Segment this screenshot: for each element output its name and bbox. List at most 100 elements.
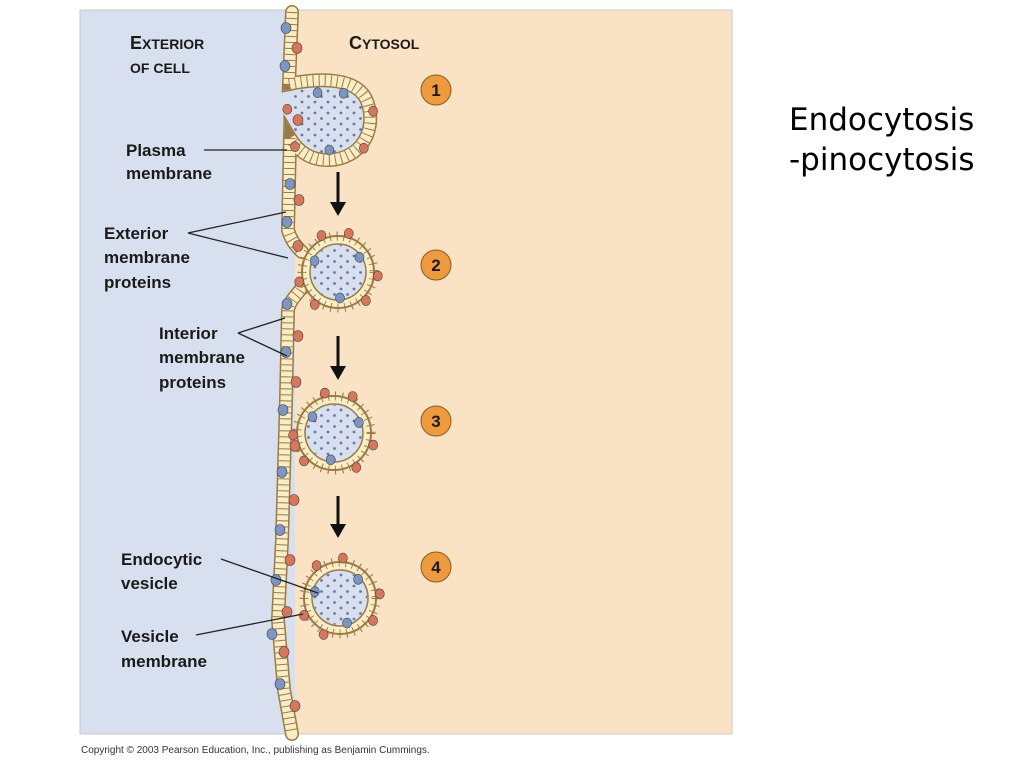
exterior-protein	[307, 411, 318, 423]
interior-protein	[368, 615, 378, 626]
svg-text:Endocytic: Endocytic	[121, 550, 202, 569]
exterior-protein	[284, 178, 296, 190]
interior-protein	[289, 440, 301, 452]
exterior-protein	[274, 678, 286, 690]
interior-protein	[343, 228, 354, 239]
exterior-protein	[342, 617, 352, 629]
membrane-proteins	[266, 22, 385, 712]
exterior-protein	[281, 216, 293, 228]
interior-protein	[361, 295, 371, 306]
vesicle-fluid-dots	[313, 571, 367, 625]
vesicle-lipid-heads	[297, 231, 379, 313]
interior-protein	[292, 114, 304, 126]
vesicle-lipid-heads	[299, 557, 381, 639]
cytosol-header: CYTOSOL	[349, 33, 420, 53]
interior-protein	[347, 391, 358, 402]
svg-text:1: 1	[431, 81, 440, 100]
step-badge-4: 4	[420, 551, 452, 583]
exterior-header-line1: EXTERIOR	[130, 33, 204, 53]
interior-protein	[292, 240, 304, 252]
interior-protein	[374, 588, 385, 600]
exterior-protein	[266, 628, 278, 640]
interior-protein	[368, 439, 378, 451]
diagram-frame	[79, 9, 733, 735]
exterior-protein	[354, 252, 365, 263]
svg-text:proteins: proteins	[159, 373, 226, 392]
leader-lines	[187, 149, 319, 636]
svg-text:2: 2	[431, 256, 440, 275]
interior-protein	[293, 194, 305, 206]
svg-text:Interior: Interior	[159, 324, 218, 343]
exterior-protein	[325, 454, 336, 466]
interior-protein	[282, 103, 293, 115]
exterior-protein	[335, 292, 345, 304]
svg-text:proteins: proteins	[104, 273, 171, 292]
exterior-protein	[338, 87, 349, 99]
step-arrow-1	[330, 172, 346, 216]
interior-protein	[299, 455, 309, 467]
slide-title-line1: Endocytosis	[789, 102, 975, 138]
interior-protein	[320, 387, 330, 399]
svg-text:membrane: membrane	[121, 652, 207, 671]
interior-protein	[316, 230, 327, 241]
svg-text:Vesicle: Vesicle	[121, 627, 179, 646]
step-badge-3: 3	[420, 405, 452, 437]
vesicle-4	[299, 557, 381, 639]
interior-protein	[368, 105, 378, 117]
label-endocytic-vesicle: Endocytic vesicle	[121, 550, 202, 593]
svg-text:3: 3	[431, 412, 440, 431]
exterior-protein	[280, 22, 292, 34]
exterior-protein	[274, 524, 286, 536]
interior-protein	[338, 552, 348, 564]
label-interior-membrane-proteins: Interior membrane proteins	[159, 324, 245, 392]
interior-protein	[292, 330, 304, 342]
exterior-header-line2: OF CELL	[130, 60, 190, 76]
interior-protein	[290, 141, 300, 152]
membrane-lipid-heads	[272, 11, 376, 735]
exterior-protein	[353, 574, 363, 585]
label-exterior-membrane-proteins: Exterior membrane proteins	[104, 224, 190, 292]
interior-protein	[289, 700, 301, 712]
svg-text:4: 4	[431, 558, 441, 577]
svg-text:membrane: membrane	[126, 164, 212, 183]
vesicle-fluid-dots	[311, 245, 365, 299]
interior-protein	[288, 494, 300, 506]
step-badge-1: 1	[420, 74, 452, 106]
step-badge-2: 2	[420, 249, 452, 281]
interior-protein	[373, 270, 383, 282]
copyright-notice: Copyright © 2003 Pearson Education, Inc.…	[81, 745, 430, 756]
interior-protein	[309, 299, 320, 310]
exterior-protein	[277, 404, 289, 416]
exterior-protein	[279, 60, 291, 72]
interior-protein	[291, 42, 303, 54]
step-arrow-2	[330, 336, 346, 380]
interior-protein	[351, 462, 362, 473]
svg-text:vesicle: vesicle	[121, 574, 178, 593]
svg-text:Exterior: Exterior	[104, 224, 169, 243]
interior-protein	[278, 646, 290, 658]
svg-text:Plasma: Plasma	[126, 141, 186, 160]
svg-text:membrane: membrane	[159, 348, 245, 367]
interior-protein	[294, 276, 305, 288]
label-vesicle-membrane: Vesicle membrane	[121, 627, 207, 671]
interior-protein	[288, 429, 298, 441]
exterior-protein	[276, 466, 288, 478]
invagination-dots	[290, 84, 366, 156]
exterior-protein	[324, 144, 335, 156]
label-plasma-membrane: Plasma membrane	[126, 141, 212, 183]
interior-protein	[299, 610, 309, 621]
slide-title: Endocytosis -pinocytosis	[789, 100, 975, 180]
exterior-protein	[312, 87, 323, 98]
exterior-protein	[354, 417, 364, 428]
exterior-protein	[309, 255, 320, 267]
interior-protein	[318, 629, 329, 640]
interior-protein	[311, 560, 322, 571]
step-arrow-3	[330, 496, 346, 538]
slide-title-line2: -pinocytosis	[789, 142, 975, 178]
vesicle-fluid-dots	[306, 405, 362, 461]
svg-text:membrane: membrane	[104, 248, 190, 267]
interior-protein	[284, 554, 296, 566]
interior-protein	[358, 142, 369, 154]
exterior-protein	[281, 298, 293, 310]
